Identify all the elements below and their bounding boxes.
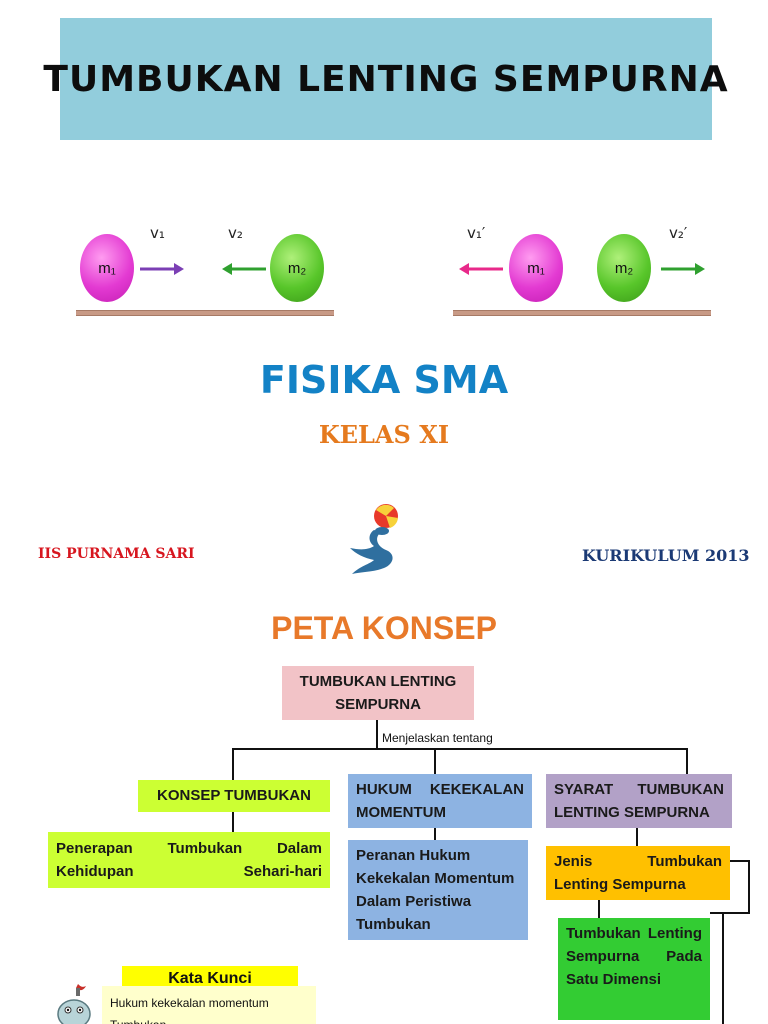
ball-m1-label: m₁ — [527, 259, 545, 277]
branch2-box: HUKUM KEKEKALAN MOMENTUM — [348, 774, 532, 828]
connector-horizontal — [232, 748, 688, 750]
keyword-item: Hukum kekekalan momentum — [110, 996, 269, 1010]
collision-before-illustration: m₁ m₂ v₁ v₂ — [76, 222, 336, 322]
branch3-grandchild-box: Tumbukan Lenting Sempurna Pada Satu Dime… — [558, 918, 710, 1020]
branch1-box: KONSEP TUMBUKAN — [138, 780, 330, 812]
velocity-v2-label: v₂ — [228, 224, 243, 242]
branch3-box: SYARAT TUMBUKAN LENTING SEMPURNA — [546, 774, 732, 828]
keywords-list-box: Hukum kekekalan momentum Tumbukan — [102, 986, 316, 1024]
connector-branch2-child — [434, 828, 436, 840]
connector-branch3 — [686, 748, 688, 774]
branch2-child-label: Peranan Hukum Kekekalan Momentum Dalam P… — [356, 847, 515, 933]
mascot-icon — [57, 984, 91, 1024]
ball-m2-label: m₂ — [287, 259, 307, 277]
seal-ball-icon — [350, 504, 398, 574]
page-title: TUMBUKAN LENTING SEMPURNA — [43, 58, 729, 100]
velocity-v1-prime-label: v₁′ — [467, 224, 486, 242]
concept-root-label: TUMBUKAN LENTING SEMPURNA — [299, 673, 457, 713]
ball-m1-before: m₁ — [80, 234, 134, 302]
ball-m2-label: m₂ — [614, 259, 634, 277]
ball-m1-label: m₁ — [98, 259, 116, 277]
ball-m1-after: m₁ — [509, 234, 563, 302]
branch3-grandchild-label: Tumbukan Lenting Sempurna Pada Satu Dime… — [566, 925, 702, 988]
velocity-v2-prime-label: v₂′ — [669, 224, 688, 242]
branch1-label: KONSEP TUMBUKAN — [157, 787, 311, 804]
connector-grandchild — [722, 912, 724, 1024]
arrow-left-icon — [459, 263, 503, 275]
header-banner: TUMBUKAN LENTING SEMPURNA — [43, 18, 728, 140]
velocity-v1-label: v₁ — [150, 224, 165, 242]
keyword-item: Tumbukan — [110, 1014, 308, 1024]
connector-grandchild-left — [598, 900, 600, 918]
branch3-label: SYARAT TUMBUKAN LENTING SEMPURNA — [554, 781, 724, 821]
concept-map-title: PETA KONSEP — [271, 610, 497, 646]
collision-after-illustration: m₁ m₂ v₁′ v₂′ — [453, 222, 713, 322]
connector-side-top — [730, 860, 750, 862]
branch3-child-box: Jenis Tumbukan Lenting Sempurna — [546, 846, 730, 900]
connector-branch2 — [434, 748, 436, 774]
branch1-child-box: Penerapan Tumbukan Dalam Kehidupan Sehar… — [48, 832, 330, 888]
connector-side-right — [748, 860, 750, 914]
connector-root-down — [376, 720, 378, 750]
subject-title: FISIKA SMA — [259, 358, 509, 402]
connector-branch1-child — [232, 812, 234, 832]
branch2-child-box: Peranan Hukum Kekekalan Momentum Dalam P… — [348, 840, 528, 940]
concept-root-box: TUMBUKAN LENTING SEMPURNA — [282, 666, 474, 720]
branch1-child-label: Penerapan Tumbukan Dalam Kehidupan Sehar… — [56, 840, 322, 880]
curriculum-label: KURIKULUM 2013 — [582, 546, 750, 565]
author-name: IIS PURNAMA SARI — [38, 546, 195, 562]
connector-side-bottom — [710, 912, 750, 914]
arrow-right-icon — [140, 263, 184, 275]
keywords-title: Kata Kunci — [168, 970, 252, 987]
arrow-right-icon — [661, 263, 705, 275]
ball-m2-after: m₂ — [597, 234, 651, 302]
arrow-left-icon — [222, 263, 266, 275]
branch2-label: HUKUM KEKEKALAN MOMENTUM — [356, 781, 524, 821]
grade-title: KELAS XI — [318, 420, 450, 449]
connector-branch1 — [232, 748, 234, 780]
ball-m2-before: m₂ — [270, 234, 324, 302]
connector-label: Menjelaskan tentang — [380, 731, 495, 745]
track-after — [453, 310, 711, 316]
branch3-child-label: Jenis Tumbukan Lenting Sempurna — [554, 853, 722, 893]
connector-branch3-child — [636, 828, 638, 846]
track-before — [76, 310, 334, 316]
